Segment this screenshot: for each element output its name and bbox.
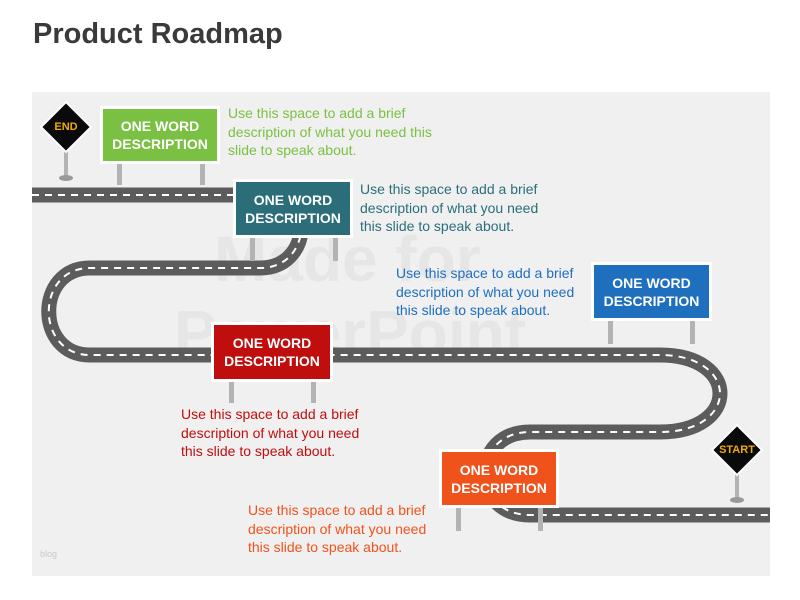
milestone-sign-4: ONE WORD DESCRIPTION xyxy=(211,322,333,382)
milestone-description-1: Use this space to add a brief descriptio… xyxy=(228,105,432,158)
sign-posts xyxy=(117,160,695,531)
milestone-description-5: Use this space to add a brief descriptio… xyxy=(248,502,427,555)
milestone-description-3: Use this space to add a brief descriptio… xyxy=(396,265,575,318)
post xyxy=(456,505,461,531)
footnote: blog xyxy=(40,549,58,559)
end-post xyxy=(64,150,68,178)
slide-title: Product Roadmap xyxy=(33,18,283,50)
post xyxy=(608,320,613,344)
roadmap-panel xyxy=(32,92,770,576)
end-post-base xyxy=(59,175,73,181)
start-marker xyxy=(710,423,764,503)
end-label: END xyxy=(54,121,78,133)
post xyxy=(200,160,205,185)
winding-road xyxy=(32,187,770,523)
start-diamond xyxy=(710,423,764,477)
post xyxy=(690,320,695,344)
post xyxy=(311,380,316,403)
post xyxy=(117,160,122,185)
milestone-sign-3: ONE WORD DESCRIPTION xyxy=(591,262,712,321)
post xyxy=(538,505,543,531)
milestone-sign-5: ONE WORD DESCRIPTION xyxy=(439,449,559,508)
end-diamond xyxy=(39,100,93,154)
start-post xyxy=(735,474,739,500)
start-post-base xyxy=(730,497,744,503)
post xyxy=(250,236,255,261)
end-marker xyxy=(39,100,93,181)
milestone-sign-1: ONE WORD DESCRIPTION xyxy=(100,106,220,164)
start-label: START xyxy=(719,444,755,456)
post xyxy=(333,236,338,261)
milestone-description-2: Use this space to add a brief descriptio… xyxy=(360,181,539,234)
milestone-sign-2: ONE WORD DESCRIPTION xyxy=(233,179,353,238)
post xyxy=(229,380,234,403)
milestone-description-4: Use this space to add a brief descriptio… xyxy=(181,406,360,459)
